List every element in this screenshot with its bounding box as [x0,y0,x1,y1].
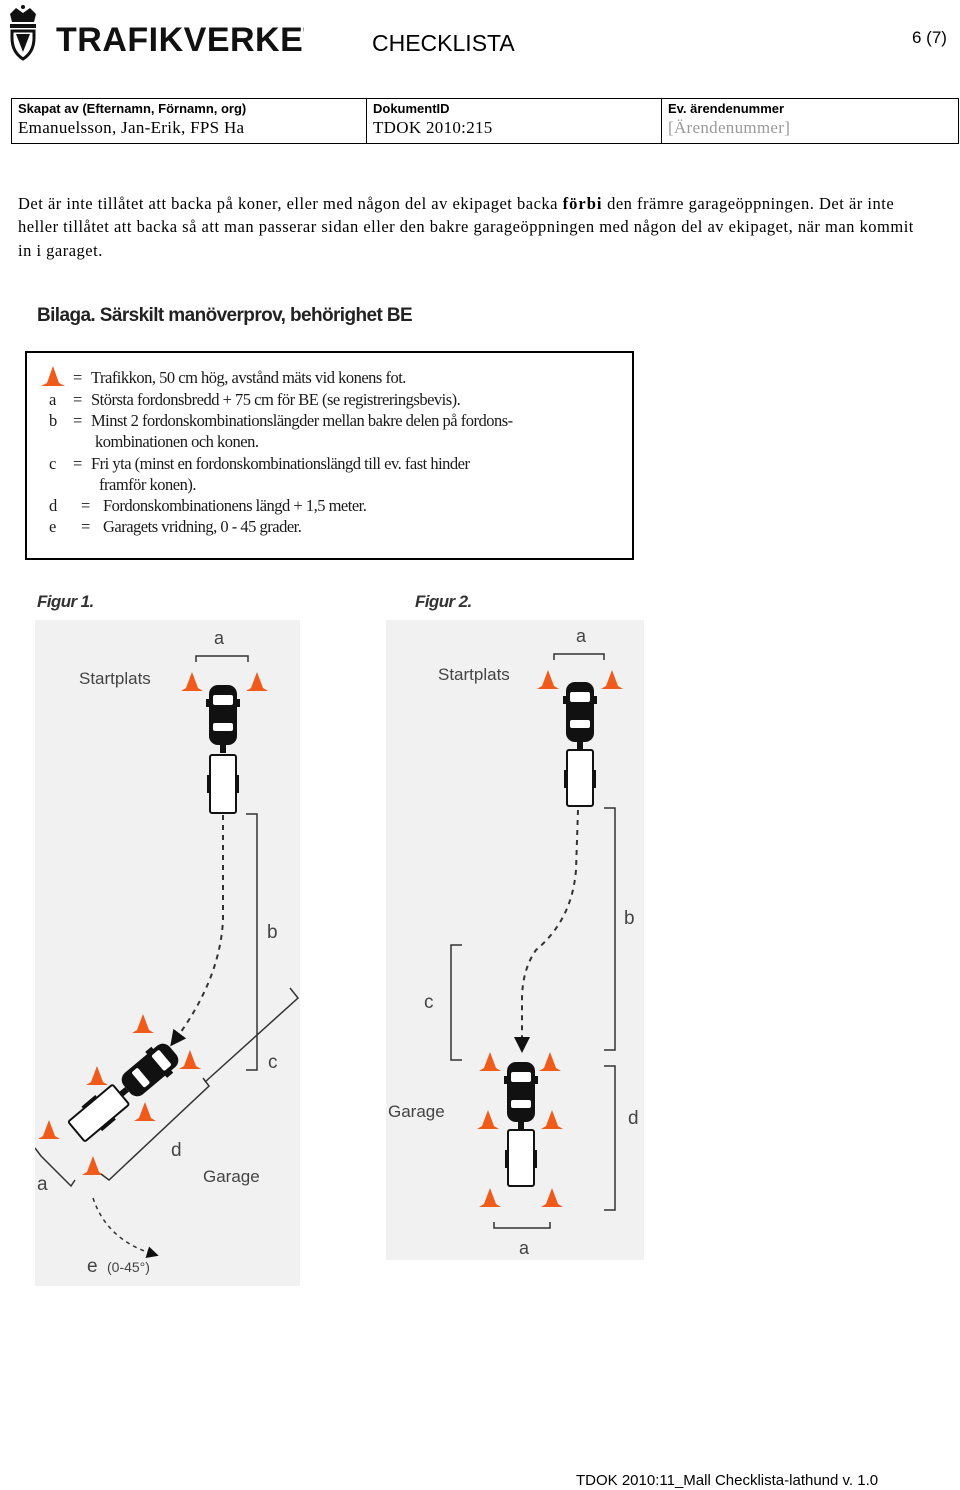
legend-key: d [49,496,57,515]
cone-icon [541,1110,563,1129]
dimension-d: d [628,1108,639,1129]
created-by-cell: Skapat av (Efternamn, Förnamn, org) Eman… [12,99,367,143]
cone-icon [132,1014,154,1033]
legend-row-cone: = Trafikkon, 50 cm hög, avstånd mäts vid… [27,366,627,390]
cone-icon [82,1156,104,1175]
dimension-a-top: a [576,626,587,646]
cone-icon [134,1102,156,1121]
document-id-label: DokumentID [373,101,450,116]
dimension-a-bottom: a [37,1174,48,1195]
dimension-a-top: a [214,628,225,648]
legend-text: Minst 2 fordonskombinationslängder mella… [91,411,513,430]
crown-logo-icon: TRAFIKVERKET [10,5,324,61]
car-icon [504,1062,538,1130]
dimension-c: c [268,1052,278,1073]
trailer-icon [206,754,240,814]
document-type-title: CHECKLISTA [372,30,515,56]
cone-icon [86,1066,108,1085]
cone-icon [179,1050,201,1069]
document-id-value: TDOK 2010:215 [373,118,493,137]
trailer-icon [504,1129,538,1187]
figure-1-label: Figur 1. [37,592,94,611]
dimension-b: b [624,908,635,929]
legend-equals: = [73,411,82,430]
cone-icon [38,1120,60,1139]
case-number-value[interactable]: [Ärendenummer] [668,118,791,137]
cone-icon [477,1110,499,1129]
document-id-cell: DokumentID TDOK 2010:215 [367,99,662,143]
cone-icon [479,1188,501,1207]
legend-equals: = [81,517,90,536]
legend-key: a [49,390,56,409]
dimension-a-bottom: a [519,1238,530,1258]
page-number: 6 (7) [912,28,947,47]
garage-label: Garage [388,1102,445,1121]
angle-range: (0-45°) [107,1259,150,1275]
legend-key: c [49,454,56,473]
legend-box: = Trafikkon, 50 cm hög, avstånd mäts vid… [25,351,634,560]
intro-paragraph: Det är inte tillåtet att backa på koner,… [18,192,918,262]
legend-text: Största fordonsbredd + 75 cm för BE (se … [91,390,461,409]
footer-template-info: TDOK 2010:11_Mall Checklista-lathund v. … [576,1472,879,1489]
trailer-icon [563,749,597,807]
trafikverket-logo: TRAFIKVERKET [4,4,324,64]
cone-icon [537,670,559,689]
created-by-label: Skapat av (Efternamn, Förnamn, org) [18,101,247,116]
start-label: Startplats [79,669,151,688]
garage-label: Garage [203,1167,260,1186]
intro-text-1: Det är inte tillåtet att backa på koner,… [18,194,563,213]
dimension-e: e [87,1256,98,1277]
legend-key: e [49,517,56,536]
cone-icon [181,672,203,691]
document-meta-table: Skapat av (Efternamn, Förnamn, org) Eman… [11,98,959,144]
cone-icon [479,1052,501,1071]
dimension-d: d [171,1140,182,1161]
case-number-cell: Ev. ärendenummer [Ärendenummer] [662,99,958,143]
created-by-value: Emanuelsson, Jan-Erik, FPS Ha [18,118,245,137]
start-label: Startplats [438,665,510,684]
legend-text: Trafikkon, 50 cm hög, avstånd mäts vid k… [91,368,406,387]
figure-2-label: Figur 2. [415,592,472,611]
car-icon [563,682,597,750]
cone-icon [601,670,623,689]
traffic-cone-icon [41,366,65,386]
intro-text-2: den främre garageöppningen. Det är inte … [18,194,914,260]
legend-equals: = [73,390,82,409]
legend-equals: = [81,496,90,515]
dimension-b: b [267,922,278,943]
legend-text: Fri yta (minst en fordonskombinationslän… [91,454,470,473]
figure-2-diagram: a Startplats b c Garage d a [386,620,644,1260]
bilaga-title: Bilaga. Särskilt manöverprov, behörighet… [37,305,413,326]
figure-1-diagram: a Startplats b c d Garage [34,620,300,1286]
intro-bold-word: förbi [562,194,603,213]
logo-wordmark: TRAFIKVERKET [56,21,304,59]
legend-text: Garagets vridning, 0 - 45 grader. [103,517,302,536]
legend-key: b [49,411,57,430]
legend-text: kombinationen och konen. [95,432,259,451]
cone-icon [246,672,268,691]
car-icon [206,685,240,753]
legend-text: framför konen). [99,475,196,494]
legend-equals: = [73,454,82,473]
cone-icon [541,1188,563,1207]
legend-text: Fordonskombinationens längd + 1,5 meter. [103,496,367,515]
dimension-c: c [424,992,434,1013]
case-number-label: Ev. ärendenummer [668,101,785,116]
legend-equals: = [73,368,82,387]
cone-icon [539,1052,561,1071]
